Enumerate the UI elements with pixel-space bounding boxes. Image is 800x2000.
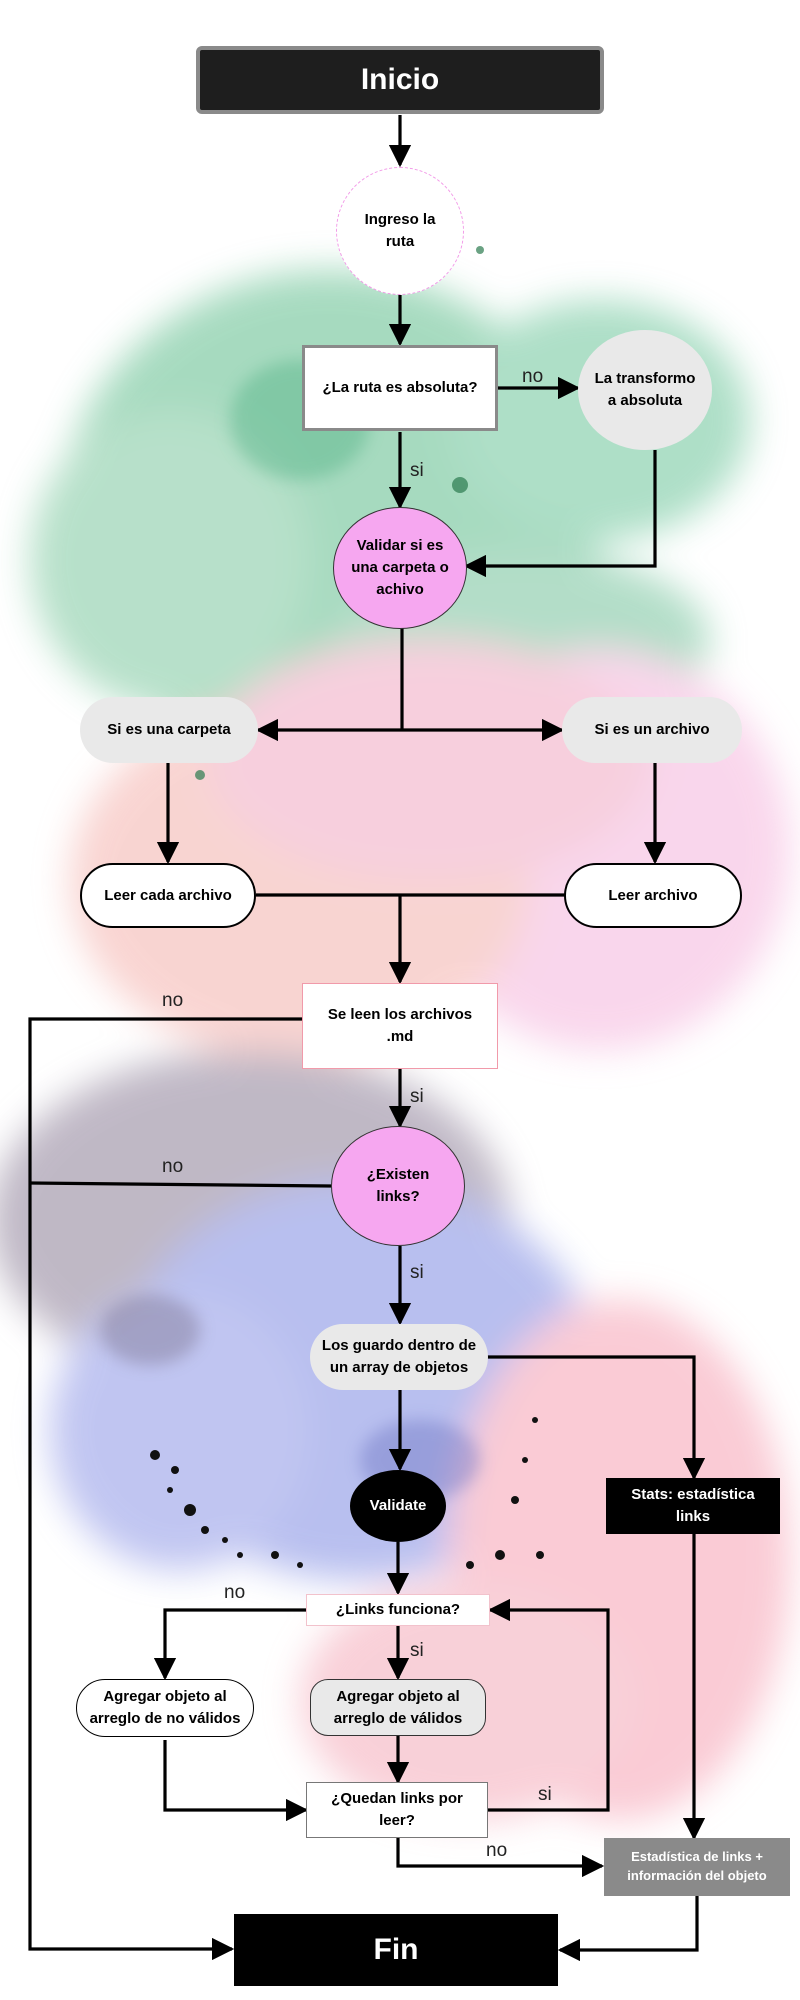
edge-funciona-novalidos bbox=[153, 1608, 306, 1681]
start-node[interactable]: Inicio bbox=[196, 46, 604, 114]
funciona-decision[interactable]: ¿Links funciona? bbox=[306, 1594, 490, 1626]
validate-node[interactable]: Validate bbox=[350, 1470, 446, 1542]
edge-transformo-validar bbox=[463, 450, 657, 578]
label-si-guardo: si bbox=[410, 1262, 424, 1283]
label-si-quedan: si bbox=[538, 1784, 552, 1805]
se-leen-node[interactable]: Se leen los archivos .md bbox=[302, 983, 498, 1069]
label-no-se-leen: no bbox=[162, 990, 184, 1011]
ingreso-node[interactable]: Ingreso la ruta bbox=[336, 167, 464, 295]
validar-node[interactable]: Validar si es una carpeta o achivo bbox=[333, 507, 467, 629]
archivo-node[interactable]: Si es un archivo bbox=[562, 697, 742, 763]
label-no-existen: no bbox=[162, 1156, 184, 1177]
leer-cada-node[interactable]: Leer cada archivo bbox=[80, 863, 256, 928]
label-si-validos: si bbox=[410, 1640, 424, 1661]
label-si-validar: si bbox=[410, 460, 424, 481]
quedan-decision[interactable]: ¿Quedan links por leer? bbox=[306, 1782, 488, 1838]
stats-node[interactable]: Stats: estadística links bbox=[606, 1478, 780, 1534]
label-no-transformo: no bbox=[522, 366, 544, 387]
edge-quedan-si-funciona bbox=[487, 1598, 610, 1812]
fin-node[interactable]: Fin bbox=[234, 1914, 558, 1986]
absoluta-decision[interactable]: ¿La ruta es absoluta? bbox=[302, 345, 498, 431]
no-validos-node[interactable]: Agregar objeto al arreglo de no válidos bbox=[76, 1679, 254, 1737]
validos-node[interactable]: Agregar objeto al arreglo de válidos bbox=[310, 1679, 486, 1736]
label-no-quedan: no bbox=[486, 1840, 508, 1861]
label-si-existen: si bbox=[410, 1086, 424, 1107]
edge-estadistica-fin bbox=[557, 1896, 699, 1962]
guardo-node[interactable]: Los guardo dentro de un array de objetos bbox=[310, 1324, 488, 1390]
estadistica-node[interactable]: Estadística de links + información del o… bbox=[604, 1838, 790, 1896]
edge-quedan-no-estadistica bbox=[396, 1838, 605, 1878]
leer-node[interactable]: Leer archivo bbox=[564, 863, 742, 928]
edge-seleen-no-fin bbox=[28, 1017, 303, 1961]
edge-existen-no bbox=[29, 1181, 332, 1188]
edge-novalidos-quedan bbox=[163, 1740, 309, 1822]
edge-guardo-stats bbox=[487, 1355, 706, 1481]
label-no-funciona: no bbox=[224, 1582, 246, 1603]
transformo-node[interactable]: La transformo a absoluta bbox=[578, 330, 712, 450]
carpeta-node[interactable]: Si es una carpeta bbox=[80, 697, 258, 763]
existen-decision[interactable]: ¿Existen links? bbox=[331, 1126, 465, 1246]
